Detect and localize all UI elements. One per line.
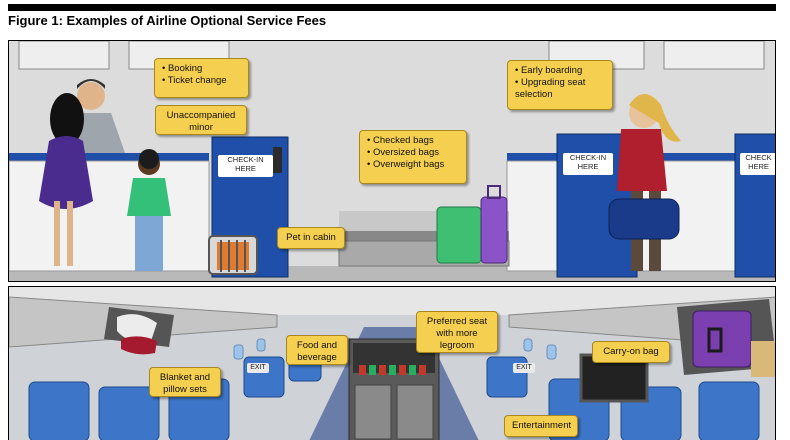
callout-carry-on-bag: Carry-on bag — [592, 341, 670, 363]
cabin-scene-panel: EXIT EXIT Food and beverage Preferred se… — [8, 286, 776, 440]
airport-scene-illustration — [9, 41, 775, 281]
callout-pet-in-cabin: Pet in cabin — [277, 227, 345, 249]
callout-blanket-pillow: Blanket and pillow sets — [149, 367, 221, 397]
figure-title: Figure 1: Examples of Airline Optional S… — [8, 13, 327, 28]
callout-food-beverage: Food and beverage — [286, 335, 348, 365]
callout-preferred-seat: Preferred seat with more legroom — [416, 311, 498, 353]
callout-unaccompanied-minor: Unaccompanied minor — [155, 105, 247, 135]
cabin-scene-illustration — [9, 287, 775, 440]
callout-booking: BookingTicket change — [154, 58, 249, 98]
callout-boarding: Early boardingUpgrading seat selection — [507, 60, 613, 110]
top-rule — [8, 4, 776, 11]
exit-sign-right: EXIT — [513, 363, 535, 373]
callout-bags: Checked bagsOversized bagsOverweight bag… — [359, 130, 467, 184]
callout-entertainment: Entertainment — [504, 415, 578, 437]
exit-sign-left: EXIT — [247, 363, 269, 373]
